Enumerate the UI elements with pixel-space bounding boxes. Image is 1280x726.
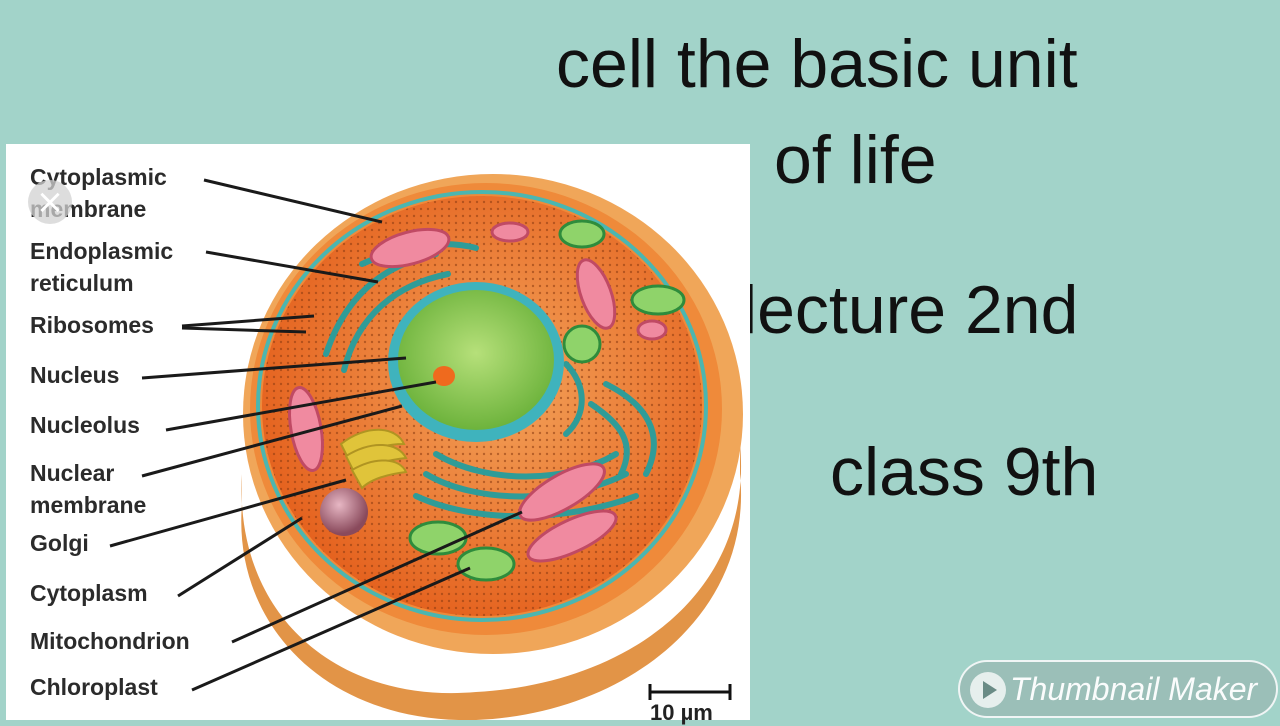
label-mitochondrion: Mitochondrion: [30, 628, 190, 654]
leader-lines: [109, 178, 523, 692]
mitochondria: [288, 221, 668, 563]
vacuole: [320, 488, 368, 536]
nucleolus: [433, 366, 455, 386]
label-endoplasmic-reticulum-2: reticulum: [30, 270, 134, 296]
watermark-text: Thumbnail Maker: [1010, 671, 1258, 707]
label-endoplasmic-reticulum-1: Endoplasmic: [30, 238, 174, 264]
chloroplasts: [408, 219, 686, 582]
golgi-apparatus: [339, 428, 408, 490]
cell-diagram-illustration: [109, 174, 743, 720]
label-nuclear-membrane-1: Nuclear: [30, 460, 115, 486]
label-golgi: Golgi: [30, 530, 89, 556]
label-chloroplast: Chloroplast: [30, 674, 158, 700]
label-nuclear-membrane-2: membrane: [30, 492, 147, 518]
title-line-2: of life: [774, 122, 937, 198]
play-icon: [970, 672, 1006, 708]
nucleus: [398, 290, 554, 430]
title-line-3: lecture 2nd: [742, 272, 1079, 348]
label-nucleus: Nucleus: [30, 362, 120, 388]
close-icon[interactable]: ×: [28, 180, 72, 224]
cell-diagram-panel: Cytoplasmic membrane Endoplasmic reticul…: [6, 144, 750, 720]
thumbnail-maker-watermark[interactable]: Thumbnail Maker: [958, 660, 1278, 718]
label-ribosomes: Ribosomes: [30, 312, 154, 338]
title-line-1: cell the basic unit: [556, 26, 1078, 102]
scale-bar: [648, 684, 732, 700]
cell-membrane-line: [256, 190, 708, 622]
title-line-4: class 9th: [830, 434, 1099, 510]
label-cytoplasm: Cytoplasm: [30, 580, 148, 606]
label-nucleolus: Nucleolus: [30, 412, 140, 438]
scale-bar-label: 10 µm: [650, 700, 713, 725]
